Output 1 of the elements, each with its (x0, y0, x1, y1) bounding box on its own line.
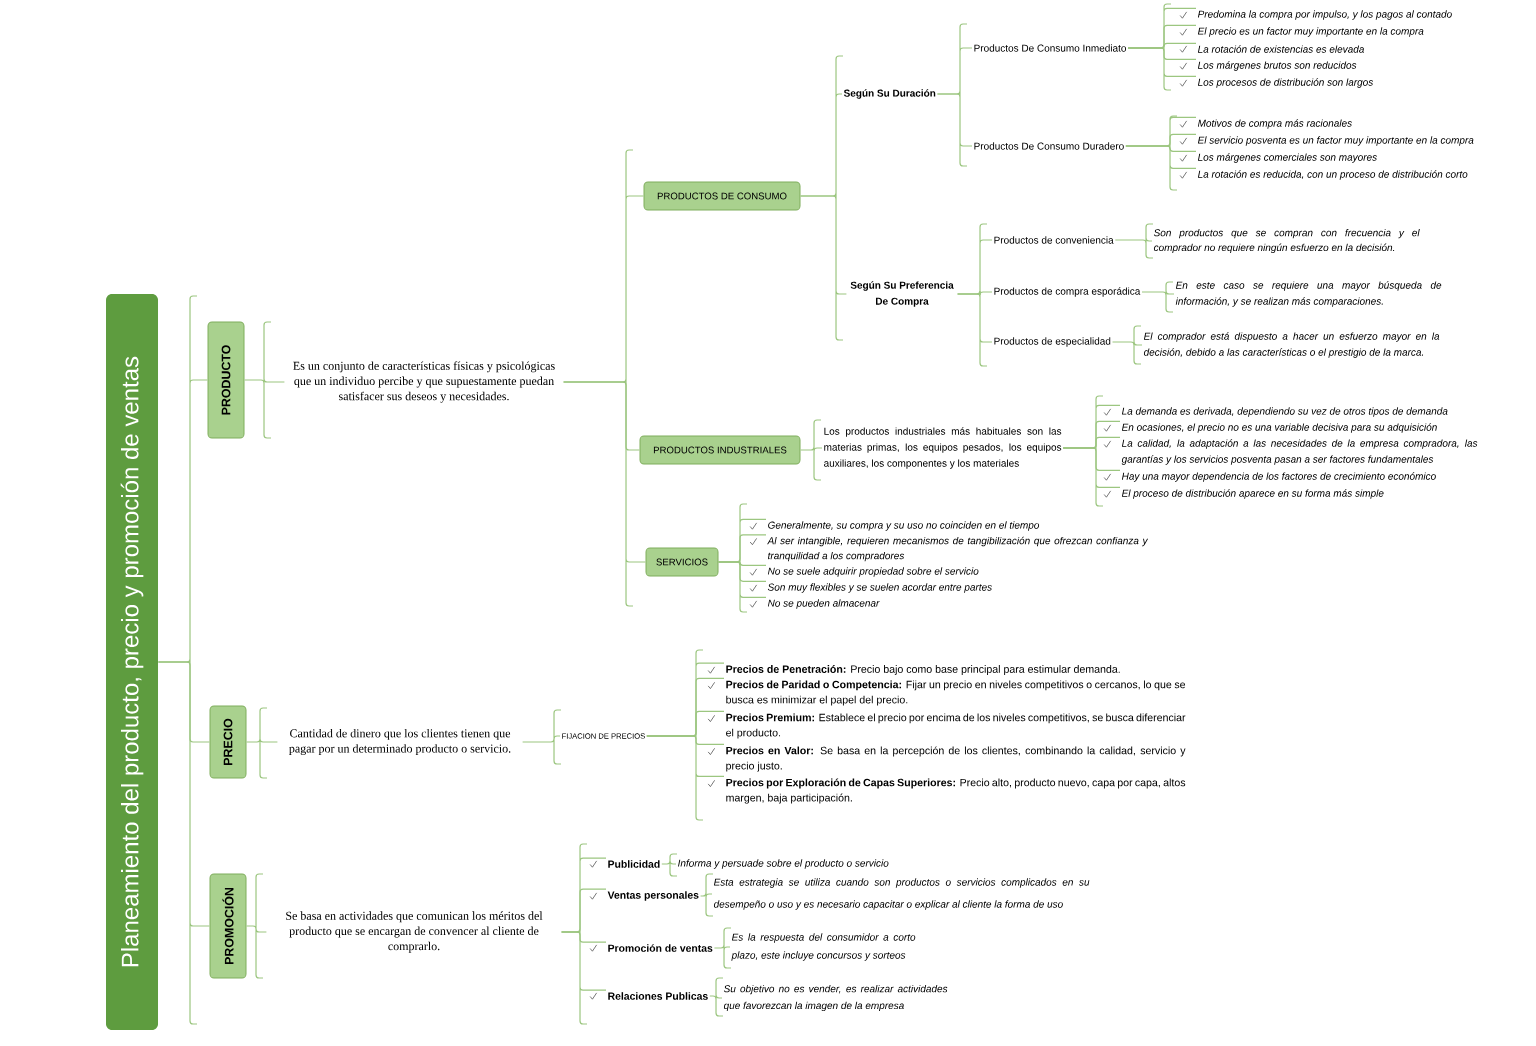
title-box: Planeamiento del producto, precio y promoción de ventas (106, 294, 158, 1030)
